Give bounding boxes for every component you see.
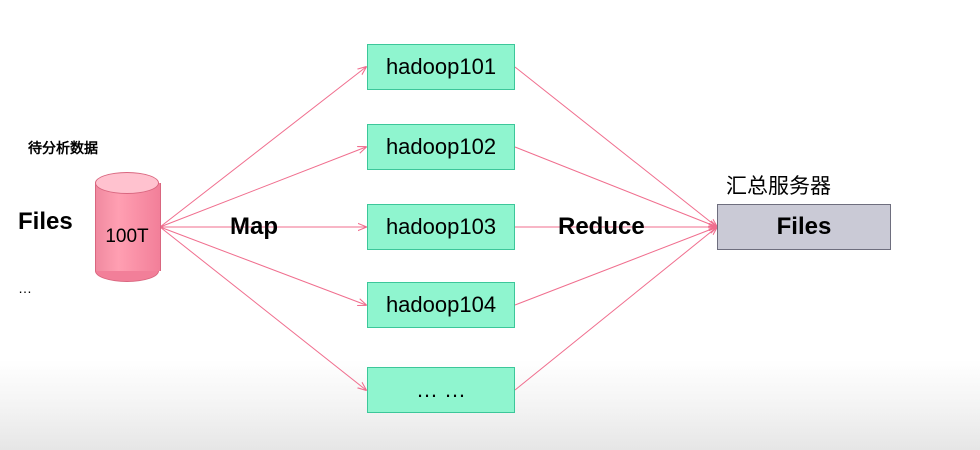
map-arrow-104 <box>159 226 366 305</box>
map-label: Map <box>230 213 278 240</box>
node-hadoop102: hadoop102 <box>367 124 515 170</box>
server-title: 汇总服务器 <box>726 174 831 198</box>
map-arrow-101 <box>159 67 366 228</box>
source-title: 待分析数据 <box>28 141 98 157</box>
source-files-label: Files <box>18 208 73 235</box>
reduce-arrow-102 <box>514 146 717 227</box>
storage-label: 100T <box>105 226 149 247</box>
reduce-arrow-101 <box>514 66 717 227</box>
node-hadoop101: hadoop101 <box>367 44 515 90</box>
reduce-arrow-more <box>514 227 717 391</box>
reduce-label: Reduce <box>558 213 645 240</box>
reduce-arrow-104 <box>514 227 717 306</box>
node-more: … … <box>367 367 515 413</box>
map-arrow-more <box>159 226 366 390</box>
node-hadoop104: hadoop104 <box>367 282 515 328</box>
source-ellipsis: … <box>18 280 32 296</box>
aggregation-server-box: Files <box>717 204 891 250</box>
map-arrow-102 <box>159 147 366 228</box>
database-cylinder-icon: 100T <box>95 172 161 282</box>
node-hadoop103: hadoop103 <box>367 204 515 250</box>
